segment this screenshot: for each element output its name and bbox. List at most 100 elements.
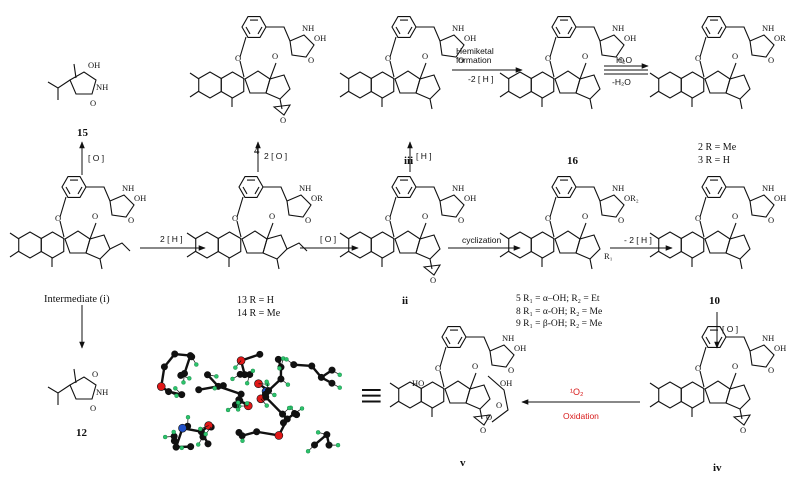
compound-label-iv: iv [713,463,722,474]
structure-4-epox-o: O [280,115,286,125]
cond-minus-h2o: -H₂O [612,78,631,87]
cond-singlet-oxygen: ¹O₂ [570,388,584,397]
xray-atom-n [179,424,187,432]
structure-iii-sub: OH [464,33,476,43]
compound-label-iii: iii [404,156,413,167]
xray-atom-h [194,363,198,367]
xray-atom-h [316,430,320,434]
structure-5-8-9-r1: R₁ [604,251,613,261]
compound-label-i: Intermediate (i) [44,295,110,306]
xray-atom-c [257,351,263,357]
xray-atom-c [284,416,290,422]
xray-structure [157,351,341,453]
xray-atom-h [245,401,249,405]
xray-atom-h [251,369,255,373]
structure-13-14-ketone-o: O [269,211,275,221]
rgroup-13: 13 R = H [237,294,280,307]
structure-16-sub: OH [624,33,636,43]
structure-4-sub: OH [314,33,326,43]
structure-13-14-lactam-o: O [305,215,311,225]
cond-2ox-4: 2 [ O ] [264,152,287,161]
structure-10-nh: NH [762,183,774,193]
xray-atom-h [336,443,340,447]
structure-ii-nh: NH [452,183,464,193]
xray-atom-c [318,374,324,380]
xray-atom-h [245,381,249,385]
xray-atom-h [196,443,200,447]
xray-atom-h [204,432,208,436]
structure-2-3-nh: NH [762,23,774,33]
structure-ii-ketone-o: O [422,211,428,221]
structure-v-o2: O [486,412,492,422]
structure-v-epox-o: O [480,425,486,435]
compound-label-4: 4 [254,146,260,157]
structure-10-sub: OH [774,193,786,203]
cond-ox-15: [ O ] [88,154,104,163]
xray-atom-h [233,366,237,370]
structure-iv-sub: OH [774,343,786,353]
structure-5-8-9-ketone-o: O [582,211,588,221]
xray-atom-h [306,449,310,453]
rgroup-3: 3 R = H [698,154,736,167]
structure-v-nh: NH [502,333,514,343]
structure-4-lactam-o: O [308,55,314,65]
structure-i-nh: NH [122,183,134,193]
xray-atom-c [161,364,167,370]
structure-15-nh: NH [96,82,108,92]
structure-i-ketone-o: O [92,211,98,221]
compound-label-12: 12 [76,428,87,439]
cond-hemiketal-2: formation [456,55,491,65]
compound-label-v: v [460,458,466,469]
structure-5-8-9-sub: OR₂ [624,193,639,203]
xray-atom-c [172,351,178,357]
structure-v-ho: HO [412,378,424,388]
xray-atom-c [205,441,211,447]
structure-i-lactam-o: O [128,215,134,225]
structure-v-sub: OH [514,343,526,353]
xray-atom-c [165,388,171,394]
structure-iii-nh: NH [452,23,464,33]
xray-atom-c [239,433,245,439]
xray-atom-h [214,374,218,378]
structure-5-8-9-nh: NH [612,183,624,193]
rgroup-2: 2 R = Me [698,141,736,154]
cond-minus2h-10: - 2 [ H ] [624,236,652,245]
structure-15-oh: OH [88,60,100,70]
xray-atom-h [226,408,230,412]
xray-atom-h [284,357,288,361]
xray-atom-h [300,406,304,410]
xray-atom-h [180,446,184,450]
structure-5-8-9-lactam-o: O [618,215,624,225]
xray-atom-h [187,376,191,380]
rgroup-13-14: 13 R = H 14 R = Me [237,294,280,320]
structure-ii-epox-o: O [430,275,436,285]
rgroup-5-8-9: 5 R₁ = α–OH; R₂ = Et 8 R₁ = α-OH; R₂ = M… [516,293,602,331]
structure-2-3-lactam-o: O [768,55,774,65]
structure-10-lactam-o: O [768,215,774,225]
cond-ox-ii: [ O ] [320,235,336,244]
structure-15-o: O [90,98,96,108]
xray-atom-h [236,407,240,411]
xray-atom-h [172,430,176,434]
xray-atom-h [236,401,240,405]
rgroup-14: 14 R = Me [237,307,280,320]
rgroup-9: 9 R₁ = β-OH; R₂ = Me [516,318,602,331]
xray-atom-h [286,383,290,387]
structure-v-ketone-o: O [472,361,478,371]
structure-2-3-sub: OR [774,33,786,43]
xray-atom-c [329,380,335,386]
compound-label-ii: ii [402,296,408,307]
structure-4-ketone-o: O [272,51,278,61]
